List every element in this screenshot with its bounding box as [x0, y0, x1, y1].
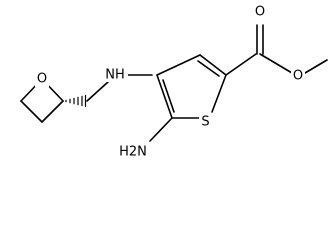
atom-amino-group: H2N [119, 145, 147, 160]
bond-lines [20, 24, 328, 142]
atom-amine-nh: NH [105, 68, 125, 83]
hashed-wedge-bond [65, 94, 87, 108]
bond-ring-c3-c4 [156, 54, 201, 76]
bond-carbonyl-to-ester-o [259, 53, 293, 74]
bond-ring-c4-c5 [156, 74, 173, 119]
bond-c5-to-amino [149, 117, 173, 142]
atom-labels: O NH H2N S O O [35, 4, 305, 160]
bond-ring-c4-c5-inner [162, 79, 175, 113]
bond-oxetane-c3-c4 [20, 100, 43, 123]
atom-carbonyl-oxygen: O [255, 5, 265, 20]
atom-ring-sulfur: S [201, 115, 209, 130]
chemical-structure-diagram: O NH H2N S O O [20, 4, 328, 160]
bond-ch2-to-nh [86, 81, 109, 102]
atom-oxetane-oxygen: O [37, 72, 47, 87]
bond-c2-to-carbonyl [225, 53, 257, 76]
bond-ring-c2-c3 [199, 54, 227, 76]
bond-oxetane-c2-c3 [41, 100, 64, 123]
bond-ester-o-to-methyl [304, 59, 328, 74]
atom-ester-oxygen: O [293, 69, 303, 84]
bond-ring-s-c2 [211, 74, 227, 113]
bond-ring-c2-c3-inner [197, 60, 220, 77]
